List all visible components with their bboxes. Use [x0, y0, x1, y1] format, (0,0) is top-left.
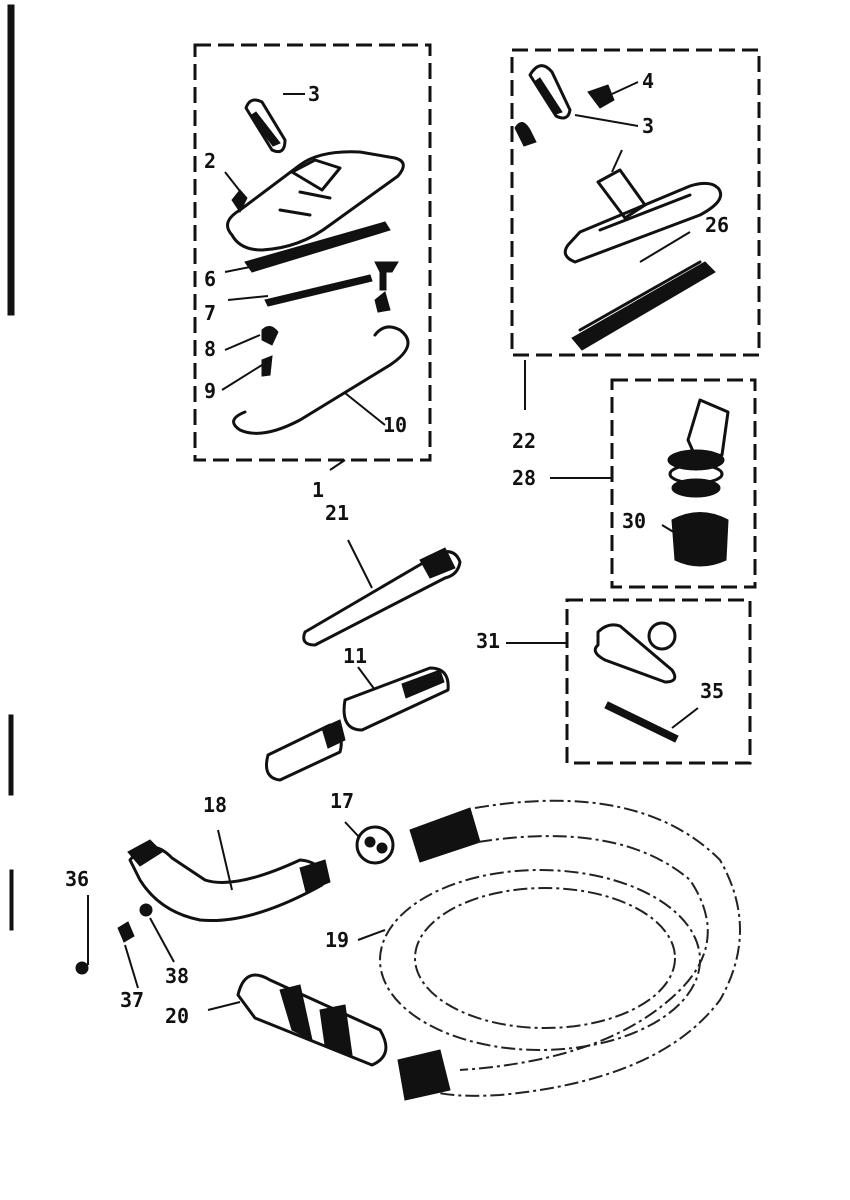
- label-part-7: 7: [204, 301, 216, 325]
- label-part-31: 31: [476, 629, 500, 653]
- scan-edge-mark-small: [9, 869, 14, 931]
- part-18-curved-handle: [127, 839, 331, 923]
- part-20-hose-end: [236, 973, 388, 1067]
- upper-pin-right-2: [374, 291, 391, 313]
- ribbed-adapter: [667, 449, 725, 498]
- scan-edge-mark-top: [7, 4, 15, 316]
- upholstery-tool-kit-group: [510, 48, 761, 357]
- label-part-37: 37: [120, 988, 144, 1012]
- floor-brush-kit-group: [193, 43, 432, 462]
- part-26-brush-strip: [571, 260, 716, 351]
- label-part-3-a: 3: [308, 82, 320, 106]
- part-7-bar: [264, 274, 373, 307]
- label-part-6: 6: [204, 267, 216, 291]
- label-part-17: 17: [330, 789, 354, 813]
- part-8-pin: [261, 326, 279, 346]
- upper-pin-right: [374, 261, 399, 291]
- part-number-labels: 3 2 6 7 8 9 10 1 4 3 26 22 28 30 21 31 3…: [65, 69, 729, 1028]
- label-part-2: 2: [204, 149, 216, 173]
- label-part-35: 35: [700, 679, 724, 703]
- part-3-clip: [244, 98, 287, 154]
- label-part-4: 4: [642, 69, 654, 93]
- label-part-8: 8: [204, 337, 216, 361]
- part-30-brush: [671, 512, 729, 567]
- label-part-11: 11: [343, 644, 367, 668]
- label-part-38: 38: [165, 964, 189, 988]
- kit-22-dashed-box: [510, 48, 761, 357]
- label-part-30: 30: [622, 509, 646, 533]
- upholstery-nozzle: [563, 168, 723, 264]
- part-11-extension-wands: [265, 666, 450, 782]
- small-clip-left: [514, 122, 537, 147]
- label-part-10: 10: [383, 413, 407, 437]
- label-part-20: 20: [165, 1004, 189, 1028]
- label-part-1: 1: [312, 478, 324, 502]
- part-3-clip-b: [528, 64, 572, 120]
- scan-edge-mark-bottom: [8, 714, 14, 796]
- label-part-22: 22: [512, 429, 536, 453]
- label-part-26: 26: [705, 213, 729, 237]
- label-part-3-b: 3: [642, 114, 654, 138]
- part-6-strip: [244, 221, 391, 273]
- part-17-swivel: [355, 825, 395, 865]
- part-37-washer: [117, 921, 135, 943]
- kit-28-dashed-box: [610, 378, 757, 589]
- dusting-brush-kit-group: [610, 378, 757, 589]
- label-part-19: 19: [325, 928, 349, 952]
- part-38-nut: [139, 903, 153, 917]
- part-35-strip: [604, 701, 679, 743]
- small-hardware-36-38: [75, 903, 153, 975]
- label-part-9: 9: [204, 379, 216, 403]
- part-21-wand: [302, 547, 462, 647]
- label-part-21: 21: [325, 501, 349, 525]
- part-2-brush-head: [226, 150, 405, 252]
- part-4-clip: [587, 84, 615, 109]
- nozzle-top: [686, 398, 730, 460]
- leader-lines: [87, 81, 699, 1011]
- small-nozzle-body: [593, 623, 677, 684]
- kit-1-dashed-box: [193, 43, 432, 462]
- part-10-bracket: [232, 325, 410, 435]
- label-part-36: 36: [65, 867, 89, 891]
- label-part-18: 18: [203, 793, 227, 817]
- part-9-pin: [261, 355, 273, 377]
- label-part-28: 28: [512, 466, 536, 490]
- part-19-hose: [379, 799, 741, 1101]
- small-nozzle-kit-group: [565, 598, 752, 765]
- kit-31-dashed-box: [565, 598, 752, 765]
- small-nozzle-neck: [647, 621, 677, 651]
